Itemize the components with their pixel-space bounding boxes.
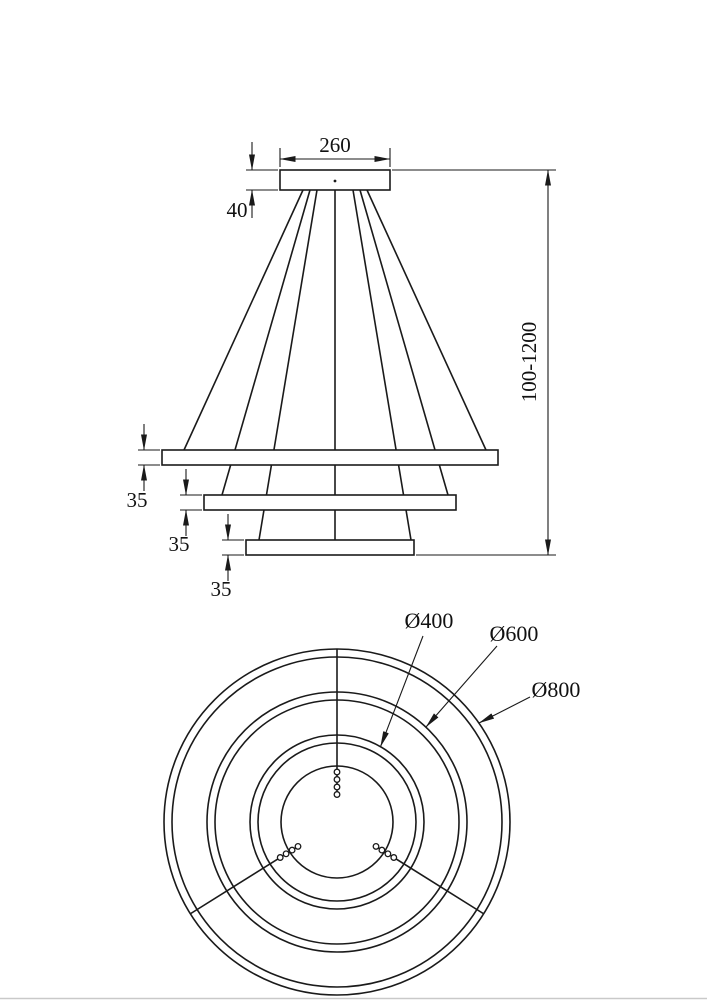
ring1-profile [161, 449, 499, 466]
inner-ring-diameter-label: Ø400 [405, 608, 454, 633]
cable-bead [390, 854, 398, 861]
cable-bead [378, 846, 386, 854]
dim-overall-height-label: 100-1200 [517, 322, 541, 403]
elevation-view [161, 169, 499, 556]
cable-beads-top [333, 768, 341, 798]
cable-ring3-left [258, 189, 318, 541]
cable-ring2-left [221, 189, 311, 496]
cable-bead [372, 842, 380, 850]
leader-line [425, 645, 498, 728]
cable-bead [282, 850, 290, 858]
dim-canopy-width: 260 [279, 133, 391, 167]
cable-bead [294, 842, 302, 850]
suspension-cables [183, 189, 487, 541]
dim-ring1-height: 35 [127, 424, 160, 512]
dim-ring1-height-label: 35 [127, 488, 148, 512]
leader-line [478, 696, 531, 724]
cable-beads-lower-left [276, 842, 302, 861]
cable-ring3-right [352, 189, 412, 541]
dim-canopy-height-label: 40 [227, 198, 248, 222]
cable-bead [333, 776, 341, 783]
leader-line [379, 635, 424, 748]
dim-canopy-width-label: 260 [319, 133, 351, 157]
ring2-profile [203, 494, 457, 511]
cable-bead [288, 846, 296, 854]
cable-ring1-left [183, 189, 304, 451]
cable-bead [333, 791, 341, 798]
dim-ring2-height: 35 [169, 469, 202, 556]
canopy-center-hole [333, 179, 337, 183]
dim-canopy-height: 40 [227, 142, 278, 222]
cable-bead [276, 854, 284, 861]
ring3-profile [245, 539, 415, 556]
leader-middle-ring-diameter: Ø600 [425, 621, 539, 728]
cable-bead [384, 850, 392, 858]
dim-overall-height: 100-1200 [392, 169, 556, 556]
cable-bead [333, 783, 341, 791]
plan-view [163, 648, 511, 996]
middle-ring-diameter-label: Ø600 [490, 621, 539, 646]
dim-ring3-height: 35 [211, 514, 244, 601]
cable-ring2-right [359, 189, 449, 496]
dim-ring3-height-label: 35 [211, 577, 232, 601]
cable-ring1-right [366, 189, 487, 451]
cable-beads-lower-right [372, 842, 398, 861]
leader-inner-ring-diameter: Ø400 [379, 608, 454, 748]
leader-outer-ring-diameter: Ø800 [478, 677, 581, 724]
cable-bead [333, 768, 341, 776]
dimensions: 260 40 100-1200 35 [127, 133, 581, 748]
outer-ring-diameter-label: Ø800 [532, 677, 581, 702]
dim-ring2-height-label: 35 [169, 532, 190, 556]
